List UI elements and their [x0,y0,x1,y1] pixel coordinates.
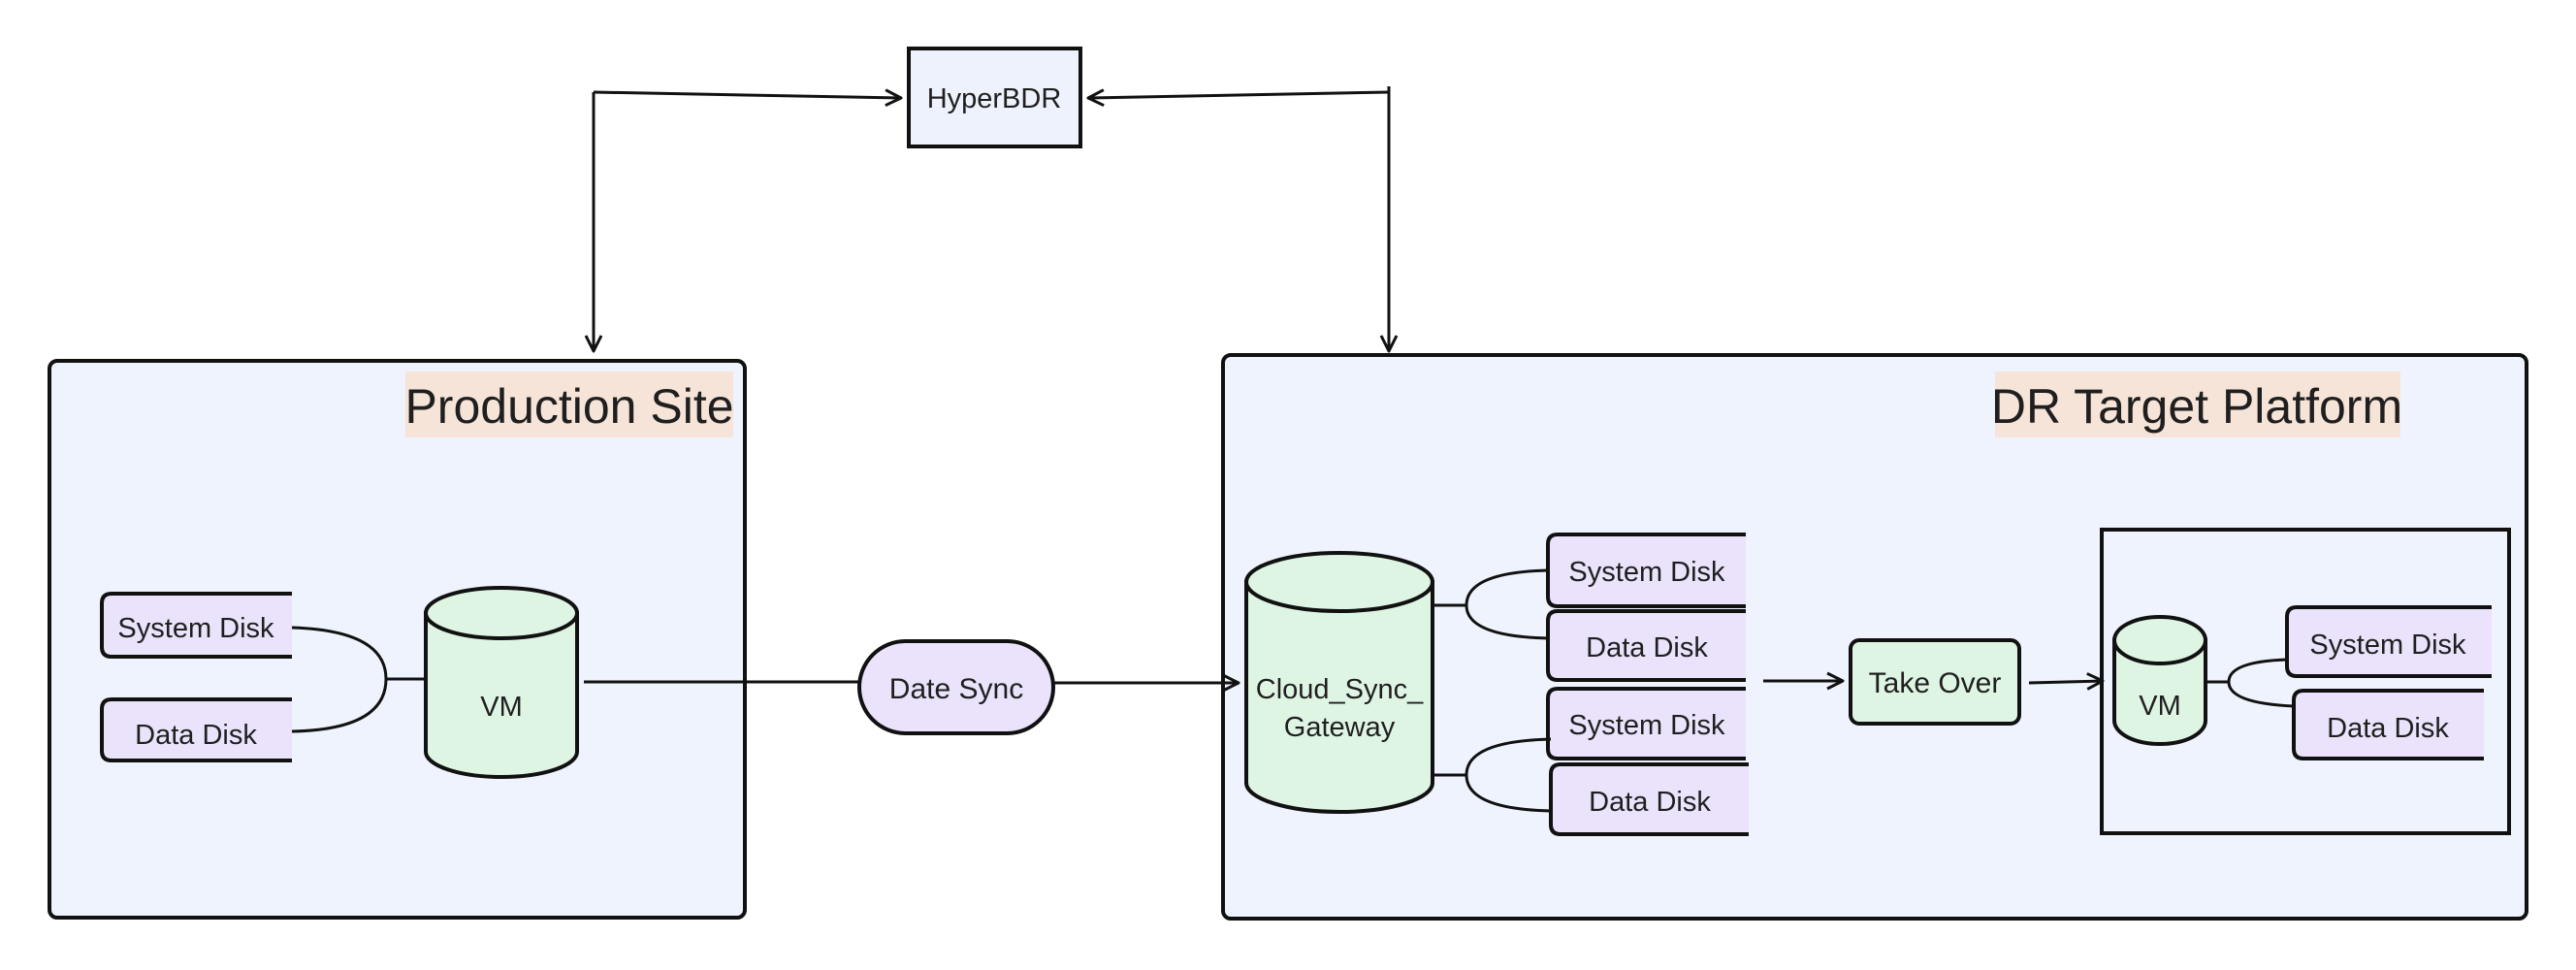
production-data-disk: Data Disk [100,697,292,762]
dr-target-title-highlight [1995,372,2400,437]
take-over-box: Take Over [1849,638,2021,726]
production-vm-cylinder: VM [424,586,579,779]
dr-target-title: DR Target Platform [1991,379,2402,434]
date-sync-label: Date Sync [889,673,1023,705]
gateway-disk-label: Data Disk [1589,787,1711,818]
recovered-vm-data-disk: Data Disk [2292,689,2484,760]
gateway-label-line2: Gateway [1284,712,1396,743]
recovered-vm-label: VM [2139,691,2181,722]
gateway-system-disk-1: System Disk [1546,533,1746,608]
production-data-disk-label: Data Disk [135,720,257,751]
gateway-disk-label: System Disk [1568,710,1725,741]
recovered-vm-disk-connector [2227,658,2295,708]
production-site-title: Production Site [404,379,733,434]
gateway-disk-connector-top [1465,568,1549,640]
arrow-to-recovered-vm [2028,672,2105,691]
hyperbdr-left-link [593,88,903,108]
gateway-data-disk-1: Data Disk [1546,609,1746,682]
gateway-disk-connector-bottom [1465,737,1552,813]
production-site-title-highlight [405,372,733,437]
recovered-vm-system-disk: System Disk [2285,605,2492,678]
gateway-disk-label: System Disk [1568,557,1725,588]
recovered-vm-frame [2100,528,2511,835]
dr-target-panel: DR Target Platform Cloud_Sync_ Gateway S… [1221,353,2528,921]
hyperbdr-box: HyperBDR [907,47,1082,148]
gateway-disk-label: Data Disk [1586,632,1708,663]
production-system-disk-label: System Disk [117,613,274,644]
date-sync-node: Date Sync [857,639,1055,735]
gateway-label-line1: Cloud_Sync_ [1256,674,1424,705]
production-site-panel: Production Site System Disk Data Disk VM [48,359,747,920]
recovered-vm-cylinder: VM [2112,615,2207,746]
recovered-vm-data-disk-label: Data Disk [2327,713,2449,744]
production-vm-label: VM [480,692,523,723]
recovered-vm-system-disk-label: System Disk [2309,630,2466,661]
cloud-sync-gateway-cylinder: Cloud_Sync_ Gateway [1244,551,1434,814]
gateway-data-disk-2: Data Disk [1549,762,1749,836]
gateway-system-disk-2: System Disk [1546,687,1746,760]
take-over-label: Take Over [1869,667,2002,699]
hyperbdr-label: HyperBDR [927,83,1062,114]
hyperbdr-right-link [1086,88,1390,108]
production-system-disk: System Disk [100,592,292,659]
